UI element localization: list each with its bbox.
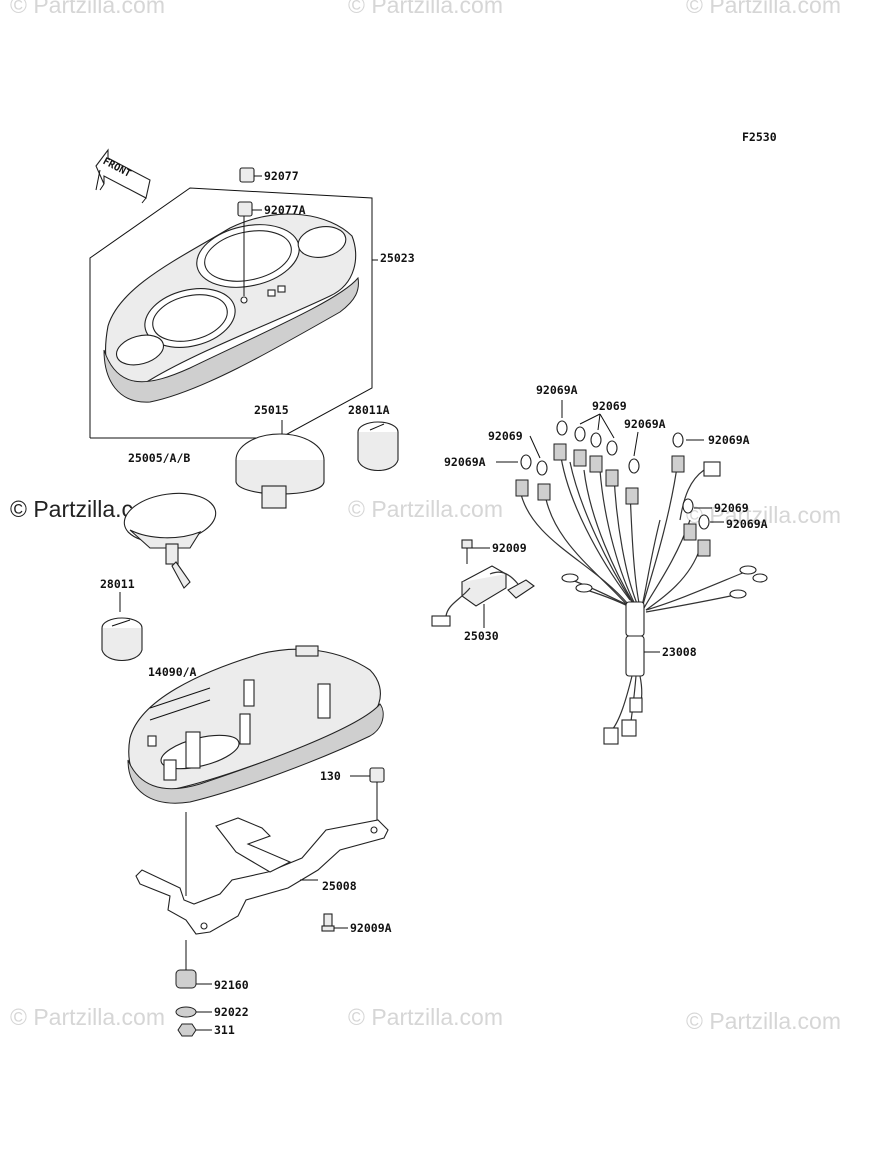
part-label-92022[interactable]: 92022 bbox=[214, 1005, 249, 1019]
part-label-25008[interactable]: 25008 bbox=[322, 879, 357, 893]
figure-id: F2530 bbox=[742, 130, 777, 144]
front-arrow-icon bbox=[95, 148, 151, 204]
part-label-92069A-lower[interactable]: 92069A bbox=[726, 517, 768, 531]
watermark: © Partzilla.com bbox=[348, 0, 503, 18]
grommet-92160 bbox=[175, 940, 212, 989]
watermark: © Partzilla.com bbox=[686, 0, 841, 18]
knob-92077 bbox=[239, 167, 262, 183]
part-label-92009A[interactable]: 92009A bbox=[350, 921, 392, 935]
part-label-92160[interactable]: 92160 bbox=[214, 978, 249, 992]
wire-harness-part bbox=[519, 449, 768, 745]
part-label-92069A-left[interactable]: 92069A bbox=[444, 455, 486, 469]
part-label-25005[interactable]: 25005/A/B bbox=[128, 451, 191, 465]
nut-311 bbox=[177, 1023, 212, 1037]
meter-cover-part bbox=[103, 213, 359, 403]
screw-92009A bbox=[321, 913, 348, 932]
screw-92009 bbox=[461, 539, 490, 564]
part-label-92069A-mid[interactable]: 92069A bbox=[624, 417, 666, 431]
part-label-14090[interactable]: 14090/A bbox=[148, 665, 197, 679]
part-label-311[interactable]: 311 bbox=[214, 1023, 235, 1037]
part-label-25030[interactable]: 25030 bbox=[464, 629, 499, 643]
module-25030-part bbox=[431, 565, 535, 628]
watermark: © Partzilla.com bbox=[10, 0, 165, 18]
part-label-92069-left[interactable]: 92069 bbox=[488, 429, 523, 443]
speedometer-part bbox=[235, 420, 325, 509]
bracket-25008-part bbox=[135, 812, 389, 935]
part-label-92069A-top[interactable]: 92069A bbox=[536, 383, 578, 397]
watermark: © Partzilla.com bbox=[348, 1004, 503, 1030]
part-label-92009[interactable]: 92009 bbox=[492, 541, 527, 555]
part-label-28011[interactable]: 28011 bbox=[100, 577, 135, 591]
part-label-92069-top[interactable]: 92069 bbox=[592, 399, 627, 413]
tachometer-part bbox=[123, 492, 217, 589]
watermark: © Partzilla.com bbox=[686, 502, 841, 528]
knob-92077A bbox=[237, 201, 262, 296]
part-label-92077A[interactable]: 92077A bbox=[264, 203, 306, 217]
part-label-23008[interactable]: 23008 bbox=[662, 645, 697, 659]
part-label-25023[interactable]: 25023 bbox=[380, 251, 415, 265]
cap-28011A-part bbox=[357, 421, 399, 472]
meter-housing-part bbox=[127, 645, 384, 804]
part-label-130[interactable]: 130 bbox=[320, 769, 341, 783]
washer-92022 bbox=[175, 1006, 212, 1018]
bulb-sockets bbox=[496, 400, 724, 557]
watermark: © Partzilla.com bbox=[686, 1008, 841, 1034]
part-label-92069A-right[interactable]: 92069A bbox=[708, 433, 750, 447]
part-label-92077[interactable]: 92077 bbox=[264, 169, 299, 183]
watermark: © Partzilla.com bbox=[10, 1004, 165, 1030]
part-label-25015[interactable]: 25015 bbox=[254, 403, 289, 417]
watermark: © Partzilla.com bbox=[348, 496, 503, 522]
part-label-92069-right[interactable]: 92069 bbox=[714, 501, 749, 515]
cap-28011-part bbox=[101, 592, 143, 662]
part-label-28011A[interactable]: 28011A bbox=[348, 403, 390, 417]
